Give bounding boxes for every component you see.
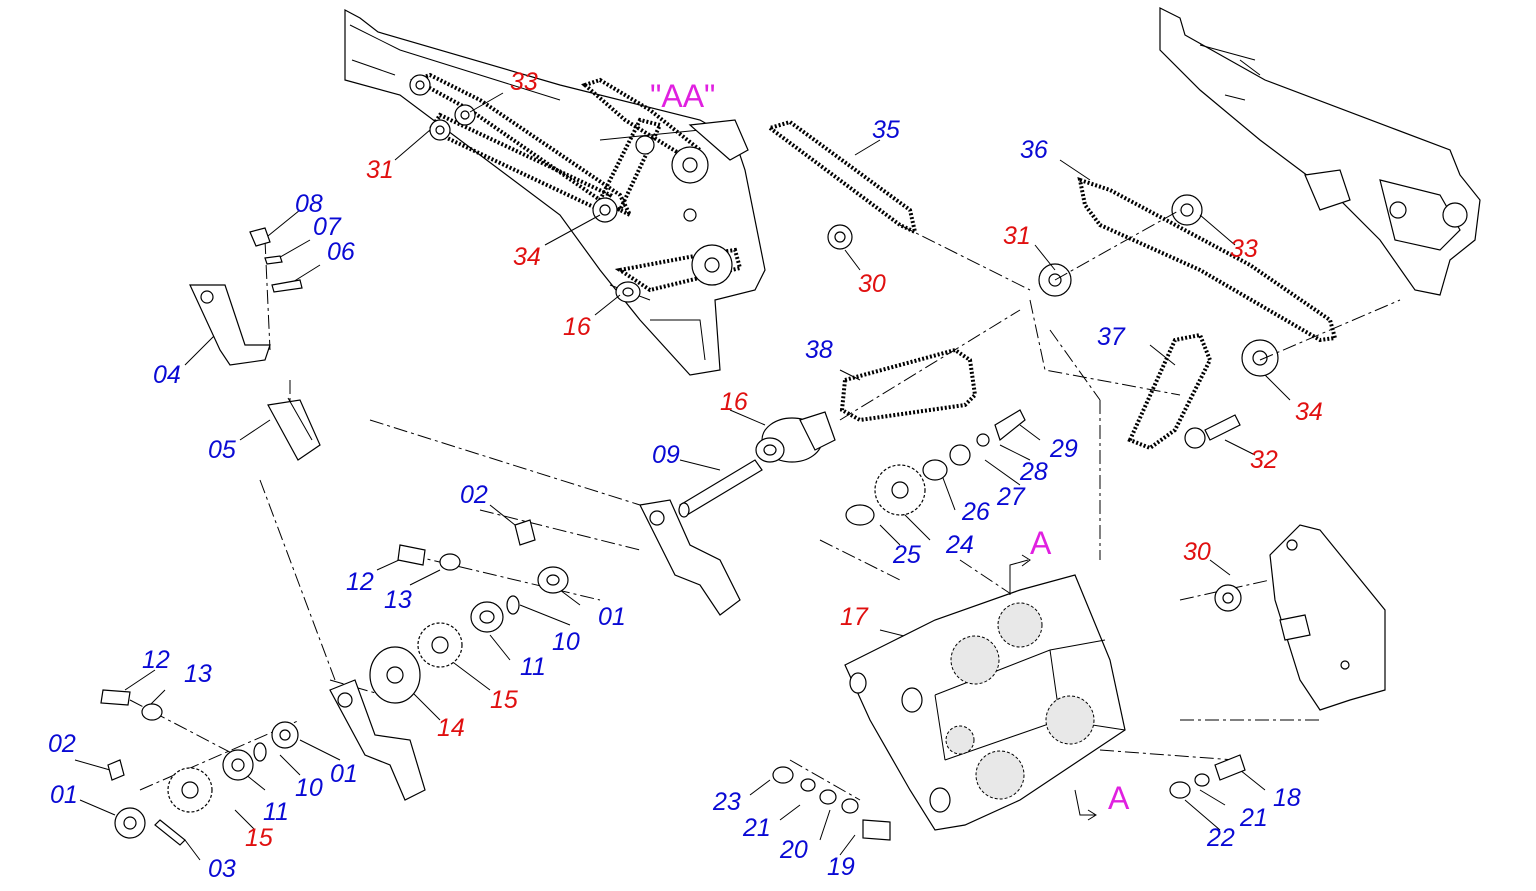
leader-lines: [74, 92, 1291, 861]
bearing-01b: [114, 807, 146, 839]
hub-14: [369, 646, 421, 704]
callout-11: 11: [520, 653, 546, 681]
callout-23: 23: [713, 788, 741, 816]
callout-35: 35: [872, 116, 900, 144]
arm-lower: [329, 679, 426, 801]
callout-13b: 13: [184, 660, 212, 688]
callout-12: 12: [346, 568, 374, 596]
hardware-18-23: [772, 754, 1246, 841]
chain-35: [765, 119, 918, 236]
upper-left-chains: [410, 72, 743, 293]
callout-31: 31: [366, 156, 394, 184]
callout-27: 27: [997, 483, 1025, 511]
callout-28: 28: [1020, 458, 1048, 486]
callout-21b: 21: [1240, 804, 1268, 832]
callout-21: 21: [743, 814, 771, 842]
callout-01c: 01: [330, 760, 358, 788]
callout-18: 18: [1273, 784, 1301, 812]
callout-38: 38: [805, 336, 833, 364]
callout-24: 24: [946, 531, 974, 559]
section-label-a-bottom: A: [1108, 780, 1130, 816]
callout-01b: 01: [50, 781, 78, 809]
bearing-01a: [537, 566, 569, 594]
callout-15: 15: [490, 686, 518, 714]
chain-37: [1127, 332, 1213, 451]
callout-10: 10: [552, 628, 580, 656]
centre-lines: [129, 209, 1401, 801]
callout-02b: 02: [48, 730, 76, 758]
callout-30: 30: [858, 270, 886, 298]
callout-36: 36: [1020, 136, 1048, 164]
callout-13: 13: [384, 586, 412, 614]
parts-lower-row: [100, 689, 299, 846]
callout-20: 20: [780, 836, 808, 864]
callout-30b: 30: [1183, 538, 1211, 566]
callout-07: 07: [313, 213, 341, 241]
callout-01: 01: [598, 603, 626, 631]
arm-center: [639, 499, 741, 616]
callout-25: 25: [893, 541, 921, 569]
upper-right-side-plate: [1159, 7, 1481, 296]
callout-33b: 33: [1230, 235, 1258, 263]
callout-06: 06: [327, 238, 355, 266]
callout-29: 29: [1050, 435, 1078, 463]
parts-06-08: [249, 227, 303, 293]
section-label-a-top: A: [1030, 525, 1052, 561]
callout-05: 05: [208, 436, 236, 464]
upper-right-sprockets: [827, 194, 1279, 449]
callout-10b: 10: [295, 774, 323, 802]
callout-32: 32: [1250, 446, 1278, 474]
upper-left-side-plate: [344, 9, 766, 376]
gearbox-17: [844, 574, 1126, 831]
callout-02: 02: [460, 481, 488, 509]
lower-right-side-plate: [1214, 524, 1386, 711]
callout-12b: 12: [142, 646, 170, 674]
bolts-12a-13a: [397, 519, 536, 571]
callout-14: 14: [437, 714, 465, 742]
arm-05: [267, 397, 321, 461]
chain-36: [1077, 177, 1338, 343]
callout-19: 19: [827, 853, 855, 881]
callout-08: 08: [295, 190, 323, 218]
shaft-09: [678, 459, 763, 518]
view-label-aa: "AA": [650, 78, 716, 114]
chain-38: [839, 347, 978, 423]
callout-22: 22: [1207, 824, 1235, 852]
callout-37: 37: [1097, 323, 1125, 351]
upper-left-sprockets: [409, 74, 749, 303]
parts-24-29: [845, 409, 1026, 526]
callout-15b: 15: [245, 824, 273, 852]
callout-34b: 34: [1295, 398, 1323, 426]
callout-34: 34: [513, 243, 541, 271]
parts-10a-11a-15a: [417, 595, 520, 668]
callout-03: 03: [208, 855, 236, 883]
callout-04: 04: [153, 361, 181, 389]
section-arrows: [1009, 554, 1097, 821]
callout-33: 33: [510, 68, 538, 96]
callout-09: 09: [652, 441, 680, 469]
callout-17: 17: [840, 603, 868, 631]
callout-16b: 16: [720, 388, 748, 416]
callout-31b: 31: [1003, 222, 1031, 250]
callout-16: 16: [563, 313, 591, 341]
arm-04: [189, 284, 271, 366]
sprocket-16-centre: [755, 411, 836, 463]
callout-26: 26: [962, 498, 990, 526]
callout-11b: 11: [263, 798, 289, 826]
